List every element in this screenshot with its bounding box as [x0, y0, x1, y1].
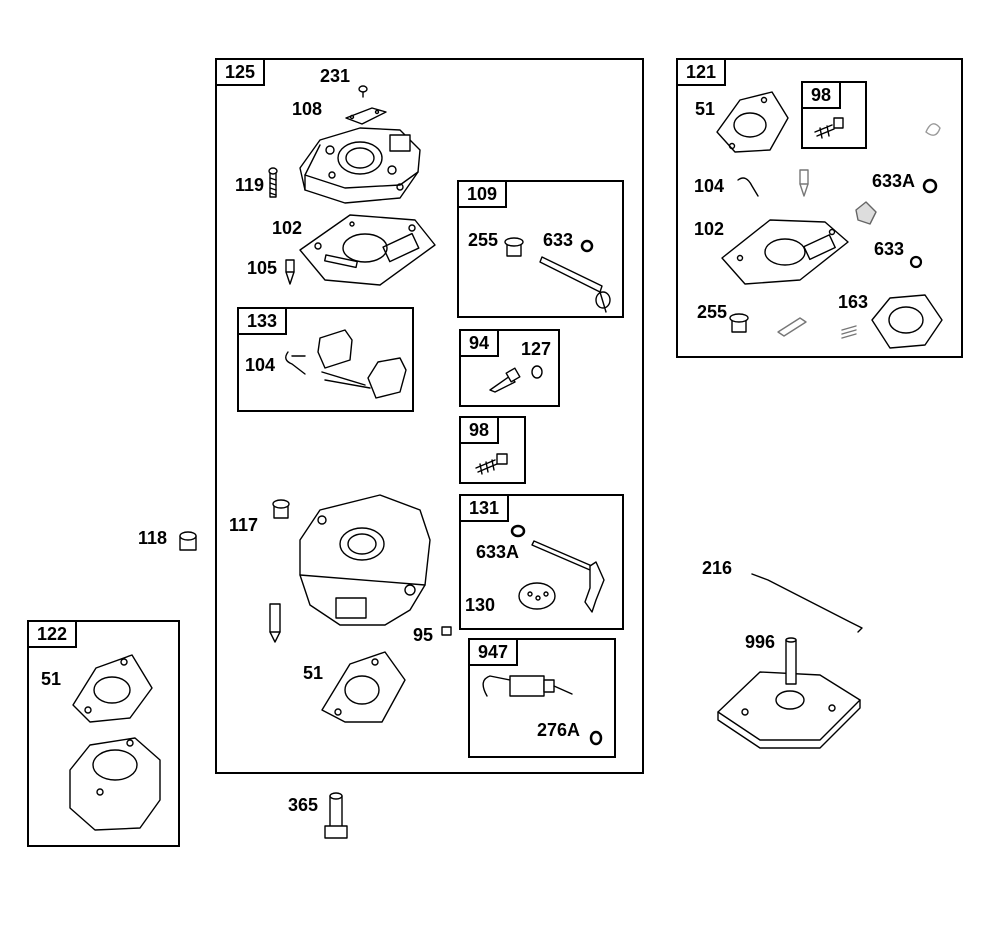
gasket-102-drawing[interactable] — [300, 215, 435, 285]
label-130[interactable]: 130 — [465, 595, 496, 615]
gasket-51-group121-drawing[interactable] — [717, 92, 788, 152]
group-133-tag[interactable]: 133 — [239, 309, 288, 335]
group-109-frame: 109 — [457, 180, 624, 318]
idle-screw-121-drawing[interactable] — [778, 318, 806, 336]
group-125-tag[interactable]: 125 — [217, 60, 266, 86]
label-102[interactable]: 102 — [272, 218, 303, 238]
label-121-255[interactable]: 255 — [697, 302, 728, 322]
bolt-365-drawing[interactable] — [325, 793, 347, 838]
group-98-tag[interactable]: 98 — [461, 418, 500, 444]
screw-spring-98-drawing[interactable] — [476, 454, 507, 474]
clip-121-drawing[interactable] — [926, 124, 940, 135]
gasket-102-121-drawing[interactable] — [722, 220, 848, 284]
group-122-tag[interactable]: 122 — [29, 622, 78, 648]
group-98-frame: 98 — [459, 416, 526, 484]
gasket-51-group122-drawing[interactable] — [73, 655, 152, 722]
group-947-frame: 947 — [468, 638, 616, 758]
label-118[interactable]: 118 — [138, 528, 168, 548]
label-633[interactable]: 633 — [543, 230, 574, 250]
label-231[interactable]: 231 — [320, 66, 351, 86]
label-104[interactable]: 104 — [245, 355, 276, 375]
bracket-plate-996-drawing[interactable] — [718, 638, 860, 748]
group-947-tag[interactable]: 947 — [470, 640, 519, 666]
label-51[interactable]: 51 — [303, 663, 324, 683]
label-996[interactable]: 996 — [745, 632, 776, 652]
group-94-tag[interactable]: 94 — [461, 331, 500, 357]
ring-633A-121-drawing[interactable] — [924, 180, 936, 192]
choke-plate-130-drawing[interactable] — [519, 583, 555, 609]
needle-121-drawing[interactable] — [800, 170, 808, 196]
spring-121-drawing[interactable] — [842, 326, 856, 338]
choke-shaft-drawing[interactable] — [532, 541, 604, 612]
spacer-122-drawing[interactable] — [70, 738, 160, 830]
label-121-633[interactable]: 633 — [874, 239, 905, 259]
bracket-121-drawing[interactable] — [856, 202, 876, 224]
label-127[interactable]: 127 — [521, 339, 552, 359]
group-125-frame: 125 — [215, 58, 644, 774]
bushing-255-drawing[interactable] — [505, 238, 523, 256]
screw-231-drawing[interactable] — [359, 86, 367, 97]
wire-104-drawing[interactable] — [738, 178, 758, 196]
label-121-163[interactable]: 163 — [838, 292, 869, 312]
label-216[interactable]: 216 — [702, 558, 733, 578]
group-121-frame: 121 — [676, 58, 963, 358]
carburetor-main-body-drawing[interactable] — [300, 495, 430, 625]
group-121-tag[interactable]: 121 — [678, 60, 727, 86]
group-98b-frame: 98 — [801, 81, 867, 149]
idle-screw-94-drawing[interactable] — [490, 368, 520, 392]
link-rod-216-drawing[interactable] — [752, 574, 862, 632]
gasket-51-center-drawing[interactable] — [322, 652, 405, 722]
label-117[interactable]: 117 — [229, 515, 259, 535]
label-105[interactable]: 105 — [247, 258, 278, 278]
gasket-163-drawing[interactable] — [872, 295, 942, 348]
group-98b-tag[interactable]: 98 — [803, 83, 842, 109]
screw-spring-98b-drawing[interactable] — [815, 118, 843, 138]
label-121-51[interactable]: 51 — [695, 99, 716, 119]
group-133-frame: 133 — [237, 307, 414, 412]
fitting-117-drawing[interactable] — [273, 500, 289, 518]
screw-119-drawing[interactable] — [269, 168, 277, 197]
fitting-118-drawing[interactable] — [180, 532, 196, 550]
label-633A[interactable]: 633A — [476, 542, 520, 562]
plug-95-drawing[interactable] — [442, 627, 451, 635]
label-108[interactable]: 108 — [292, 99, 323, 119]
group-122-frame: 122 — [27, 620, 180, 847]
throttle-shaft-drawing[interactable] — [540, 257, 610, 312]
label-121-633A[interactable]: 633A — [872, 171, 916, 191]
washer-276A-drawing[interactable] — [591, 732, 601, 744]
ring-633-drawing[interactable] — [582, 241, 592, 251]
oring-127-drawing[interactable] — [532, 366, 542, 378]
bushing-255-121-drawing[interactable] — [730, 314, 748, 332]
label-255[interactable]: 255 — [468, 230, 499, 250]
label-122-51[interactable]: 51 — [41, 669, 62, 689]
label-119[interactable]: 119 — [235, 175, 265, 195]
carburetor-upper-body-drawing[interactable] — [300, 128, 420, 203]
ring-633-121-drawing[interactable] — [911, 257, 921, 267]
group-131-tag[interactable]: 131 — [461, 496, 510, 522]
label-121-104[interactable]: 104 — [694, 176, 725, 196]
jet-needle-drawing[interactable] — [270, 604, 280, 642]
seal-633A-drawing[interactable] — [512, 526, 524, 536]
float-assembly-133-drawing[interactable] — [286, 330, 406, 398]
group-94-frame: 94 — [459, 329, 560, 407]
group-109-tag[interactable]: 109 — [459, 182, 508, 208]
gasket-108-drawing[interactable] — [346, 108, 386, 124]
label-365[interactable]: 365 — [288, 795, 319, 815]
solenoid-947-drawing[interactable] — [483, 676, 572, 696]
needle-105-drawing[interactable] — [286, 260, 294, 284]
label-121-102[interactable]: 102 — [694, 219, 725, 239]
label-276A[interactable]: 276A — [537, 720, 581, 740]
label-95[interactable]: 95 — [413, 625, 434, 645]
group-131-frame: 131 — [459, 494, 624, 630]
